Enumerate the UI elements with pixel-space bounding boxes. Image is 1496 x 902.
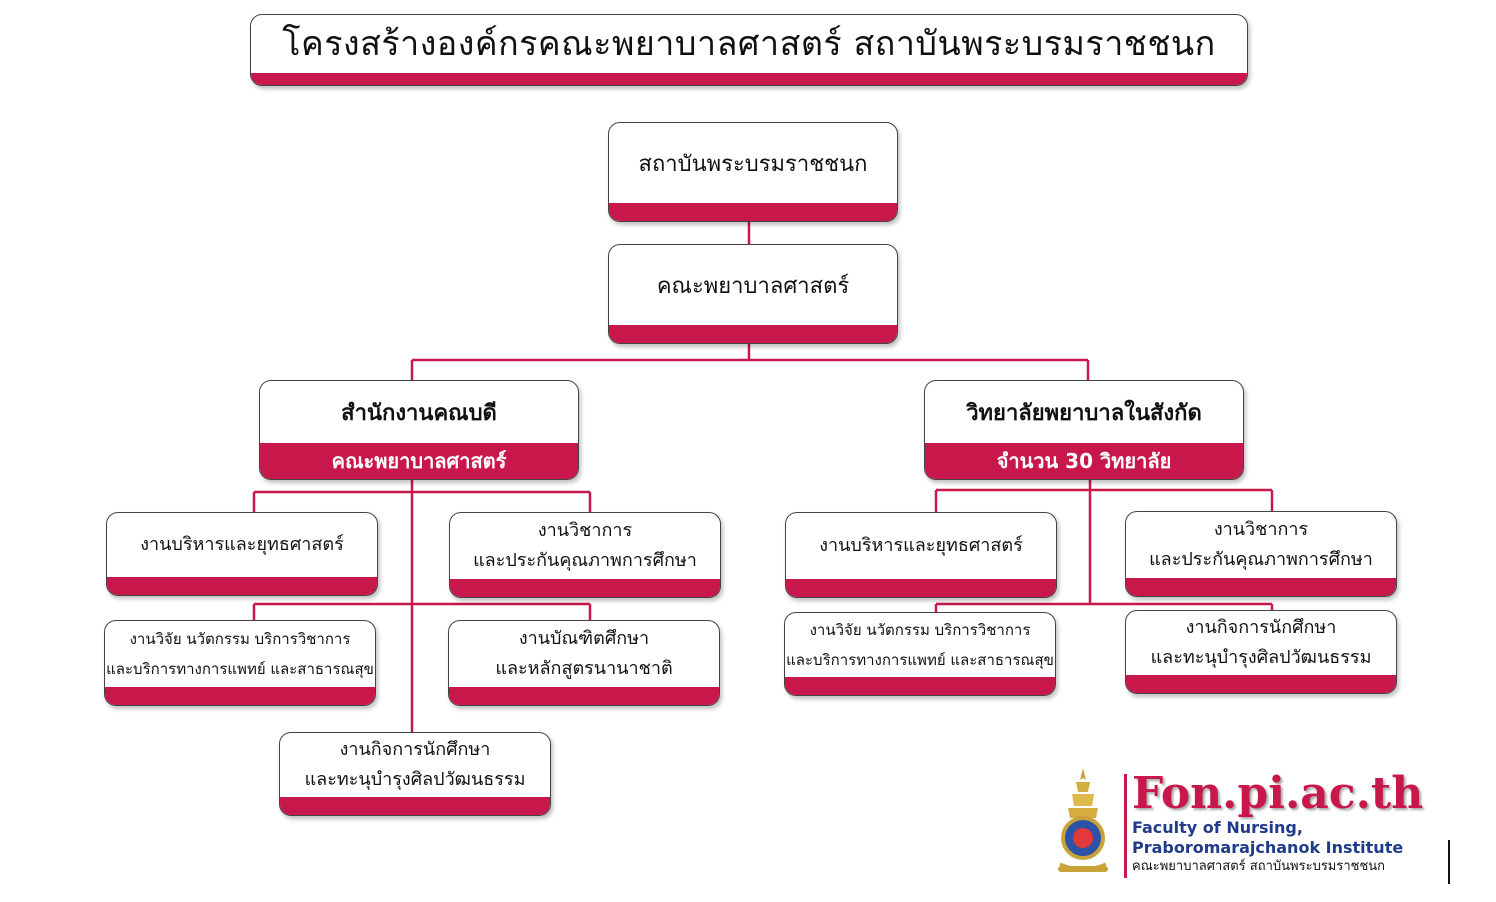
logo-english-line2: Praboromarajchanok Institute xyxy=(1132,838,1404,857)
node-faculty-label: คณะพยาบาลศาสตร์ xyxy=(656,273,850,299)
node-colleges-academic-qa: งานวิชาการ และประกันคุณภาพการศึกษา xyxy=(1125,511,1397,597)
node-dean-admin-strategy: งานบริหารและยุทธศาสตร์ xyxy=(106,512,378,596)
node-dean-research-services: งานวิจัย นวัตกรรม บริการวิชาการ และบริกา… xyxy=(104,620,376,706)
logo-divider xyxy=(1124,774,1127,878)
logo-thai-line: คณะพยาบาลศาสตร์ สถาบันพระบรมราชชนก xyxy=(1132,859,1386,874)
node-dean-academic-qa: งานวิชาการ และประกันคุณภาพการศึกษา xyxy=(449,512,721,598)
institute-emblem-icon xyxy=(1058,768,1108,872)
node-colleges: วิทยาลัยพยาบาลในสังกัด จำนวน 30 วิทยาลัย xyxy=(924,380,1244,480)
node-dean-graduate-international: งานบัณฑิตศึกษา และหลักสูตรนานาชาติ xyxy=(448,620,720,706)
node-root-institute: สถาบันพระบรมราชชนก xyxy=(608,122,898,222)
title-accent-bar xyxy=(251,73,1247,85)
node-dean-office-label: สำนักงานคณบดี xyxy=(341,400,497,426)
node-colleges-admin-strategy: งานบริหารและยุทธศาสตร์ xyxy=(785,512,1057,598)
node-colleges-label: วิทยาลัยพยาบาลในสังกัด xyxy=(966,400,1202,426)
node-dean-office: สำนักงานคณบดี คณะพยาบาลศาสตร์ xyxy=(259,380,579,480)
node-colleges-sublabel: จำนวน 30 วิทยาลัย xyxy=(925,443,1243,479)
node-root-label: สถาบันพระบรมราชชนก xyxy=(638,151,868,177)
node-faculty: คณะพยาบาลศาสตร์ xyxy=(608,244,898,344)
logo-brand: Fon.pi.ac.th xyxy=(1132,768,1424,819)
node-colleges-student-affairs: งานกิจการนักศึกษา และทะนุบำรุงศิลปวัฒนธร… xyxy=(1125,610,1397,694)
node-dean-student-affairs: งานกิจการนักศึกษา และทะนุบำรุงศิลปวัฒนธร… xyxy=(279,732,551,816)
node-colleges-research-services: งานวิจัย นวัตกรรม บริการวิชาการ และบริกา… xyxy=(784,612,1056,696)
node-dean-office-sublabel: คณะพยาบาลศาสตร์ xyxy=(260,443,578,479)
logo-english-line1: Faculty of Nursing, xyxy=(1132,818,1303,837)
logo-end-line xyxy=(1448,840,1450,884)
logo-block: Fon.pi.ac.th Faculty of Nursing, Praboro… xyxy=(1052,766,1452,886)
chart-title-box: โครงสร้างองค์กรคณะพยาบาลศาสตร์ สถาบันพระ… xyxy=(250,14,1248,86)
chart-title: โครงสร้างองค์กรคณะพยาบาลศาสตร์ สถาบันพระ… xyxy=(282,24,1216,64)
